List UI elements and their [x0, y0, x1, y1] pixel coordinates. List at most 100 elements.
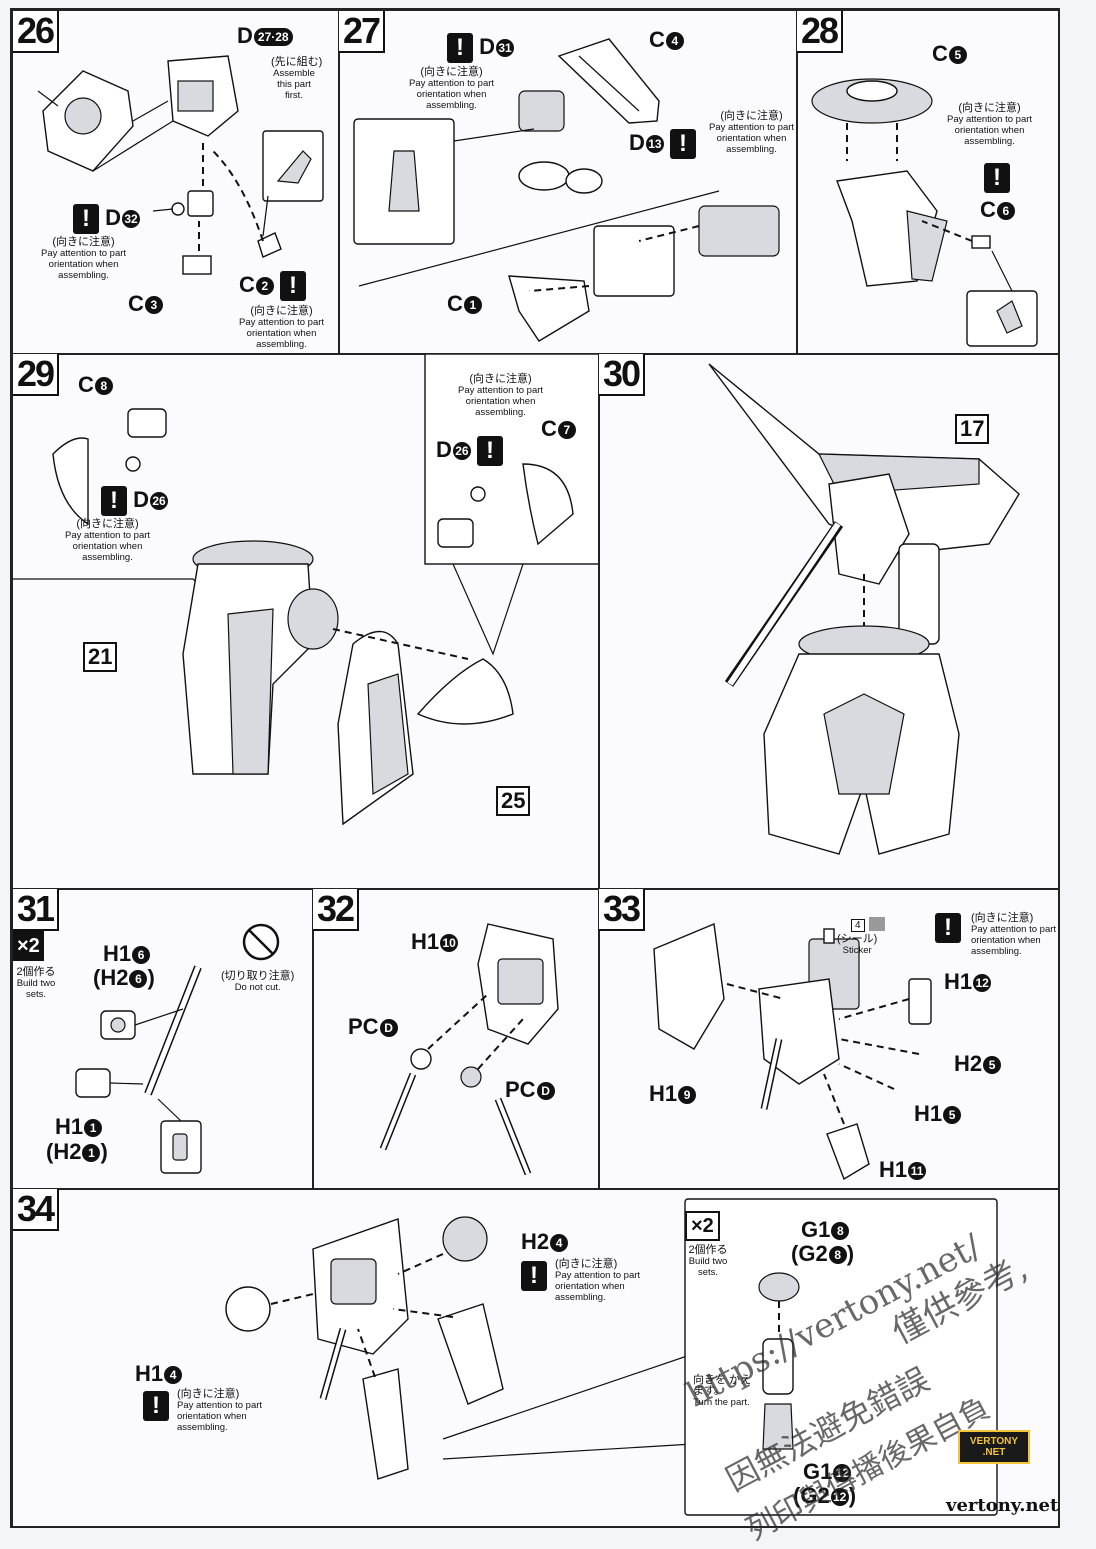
caution-en1: Pay attention to part	[947, 114, 1033, 125]
caution-en2: orientation when	[954, 125, 1025, 136]
part-letter: H1	[55, 1114, 84, 1139]
caution-en3: assembling.	[971, 946, 1022, 957]
donotcut-en: Do not cut.	[234, 982, 281, 993]
caution-icon: !	[143, 1391, 169, 1421]
paren: )	[848, 1483, 857, 1508]
caution-en3: assembling.	[475, 407, 526, 418]
ref-box-25: 25	[496, 786, 531, 816]
part-number: 2	[255, 277, 274, 295]
part-number: 32	[122, 210, 141, 228]
part-number: 8	[831, 1222, 850, 1241]
sticker-icon	[869, 916, 886, 931]
caution-en2: orientation when	[177, 1411, 247, 1422]
step-number: 28	[797, 11, 844, 53]
caution-en1: Pay attention to part	[971, 924, 1057, 935]
step-30-panel: 30 17	[598, 353, 1060, 890]
part-number: 5	[948, 46, 967, 65]
caution-icon: !	[670, 129, 697, 159]
caution-en1: Pay attention to part	[41, 248, 127, 259]
build-en: Build two sets.	[688, 1256, 728, 1278]
step-number: 32	[313, 889, 360, 931]
part-letter: D	[479, 33, 496, 59]
step-number: 33	[599, 889, 646, 931]
part-number: 4	[665, 32, 684, 51]
part-letter: (G2	[791, 1241, 828, 1266]
caution-en1: Pay attention to part	[239, 317, 325, 328]
part-number: 1	[463, 296, 482, 315]
caution-note: (向きに注意) Pay attention to part orientatio…	[65, 519, 150, 564]
part-number: 27·28	[253, 28, 293, 47]
part-letter: D	[105, 204, 122, 230]
part-letter: H2	[521, 1229, 550, 1254]
caution-en2: orientation when	[555, 1281, 625, 1292]
part-number: 5	[983, 1056, 1002, 1075]
part-letter: H1	[879, 1157, 908, 1182]
part-letter: PC	[505, 1077, 536, 1102]
caution-jp: (向きに注意)	[555, 1258, 618, 1270]
assemble-first-note: (先に組む) Assemble this part first.	[271, 56, 323, 102]
part-number: 1	[84, 1119, 103, 1138]
part-letter: (G2	[793, 1483, 830, 1508]
part-number: 6	[129, 970, 148, 989]
caution-jp: (向きに注意)	[177, 1388, 240, 1400]
caution-jp: (向きに注意)	[971, 912, 1034, 924]
part-letter: D	[629, 129, 645, 155]
caution-group: !	[521, 1261, 547, 1291]
caution-note: (向きに注意) Pay attention to part orientatio…	[458, 374, 544, 419]
step-27-drawing	[353, 38, 780, 342]
caution-jp: (向きに注意)	[958, 102, 1021, 114]
caution-jp: (向きに注意)	[720, 110, 783, 122]
caution-en3: assembling.	[177, 1422, 228, 1433]
step-number: 30	[599, 354, 646, 396]
part-letter: (H2	[93, 965, 129, 990]
part-letter: (H2	[46, 1139, 82, 1164]
sticker-jp: (シール)	[837, 933, 878, 945]
part-letter: C	[649, 27, 665, 52]
part-number: 4	[550, 1234, 569, 1253]
caution-en3: assembling.	[82, 552, 133, 563]
part-number: 5	[943, 1106, 962, 1125]
caution-en2: orientation when	[465, 396, 536, 407]
caution-en3: assembling.	[256, 339, 307, 350]
caution-jp: (向きに注意)	[420, 66, 483, 78]
caution-en2: orientation when	[48, 259, 119, 270]
times-two-badge: ×2	[13, 931, 44, 961]
caution-note: (向きに注意) Pay attention to part orientatio…	[971, 912, 1057, 958]
build-two-note: 2個作る Build two sets.	[685, 1245, 731, 1279]
step-31-drawing	[75, 923, 280, 1174]
part-letter: G1	[803, 1459, 833, 1484]
part-number: 26	[452, 442, 471, 460]
step-number: 26	[13, 11, 60, 53]
part-letter: D	[133, 486, 150, 512]
part-letter: D	[436, 436, 452, 462]
part-number: 6	[996, 202, 1015, 221]
caution-jp: (向きに注意)	[250, 305, 313, 317]
part-number: 7	[557, 421, 576, 440]
caution-en1: Pay attention to part	[458, 385, 544, 396]
caution-note: (向きに注意) Pay attention to part orientatio…	[177, 1388, 262, 1434]
sticker-en: Sticker	[842, 945, 872, 956]
caution-note: (向きに注意) Pay attention to part orientatio…	[947, 102, 1033, 148]
paren: )	[147, 965, 155, 990]
donotcut-jp: (切り取り注意)	[221, 970, 295, 982]
watermark-logo: VERTONY .NET	[958, 1430, 1030, 1464]
part-letter: C	[78, 372, 94, 397]
caution-en2: orientation when	[246, 328, 317, 339]
do-not-cut-note: (切り取り注意) Do not cut.	[221, 970, 295, 994]
first-en: Assemble this part first.	[273, 68, 315, 101]
times-two-badge: ×2	[685, 1211, 720, 1241]
first-jp: (先に組む)	[271, 56, 323, 68]
caution-icon: !	[101, 486, 127, 516]
caution-en2: orientation when	[72, 541, 143, 552]
